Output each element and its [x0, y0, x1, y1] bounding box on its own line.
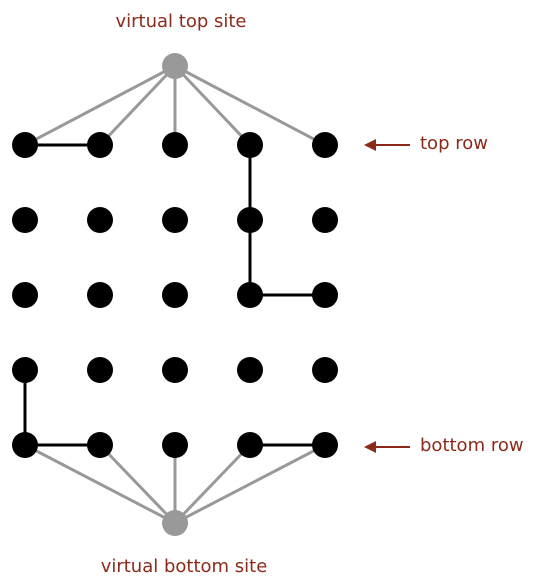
site-node [162, 132, 188, 158]
site-node [12, 282, 38, 308]
virtual-top-link [174, 64, 326, 147]
top-row-label: top row [420, 133, 488, 154]
bottom-row-label: bottom row [420, 435, 524, 456]
site-node [312, 357, 338, 383]
site-node [237, 132, 263, 158]
virtual-bottom-link [174, 443, 326, 525]
site-node [237, 357, 263, 383]
site-node [237, 432, 263, 458]
bottom-row-arrow [364, 441, 410, 453]
site-node [12, 207, 38, 233]
site-node [12, 357, 38, 383]
site-node [87, 432, 113, 458]
virtual-bottom-site-label: virtual bottom site [101, 556, 268, 577]
virtual-top-site-node [162, 53, 188, 79]
site-node [162, 432, 188, 458]
site-node [312, 132, 338, 158]
site-node [312, 207, 338, 233]
site-node [12, 432, 38, 458]
virtual-top-link [173, 64, 252, 147]
site-node [162, 357, 188, 383]
site-node [87, 357, 113, 383]
top-row-arrow [364, 139, 410, 151]
virtual-top-site-label: virtual top site [115, 11, 246, 32]
virtual-bottom-link [24, 443, 176, 525]
site-node [237, 207, 263, 233]
site-node [162, 207, 188, 233]
virtual-bottom-site-node [162, 510, 188, 536]
virtual-top-link [98, 64, 177, 147]
site-node [87, 282, 113, 308]
virtual-bottom-link [98, 443, 177, 525]
site-node [87, 207, 113, 233]
site-node [87, 132, 113, 158]
virtual-top-link [24, 64, 176, 147]
site-grid [12, 132, 338, 458]
site-node [237, 282, 263, 308]
virtual-bottom-link [173, 443, 252, 525]
site-node [312, 432, 338, 458]
site-node [162, 282, 188, 308]
site-node [12, 132, 38, 158]
site-node [312, 282, 338, 308]
